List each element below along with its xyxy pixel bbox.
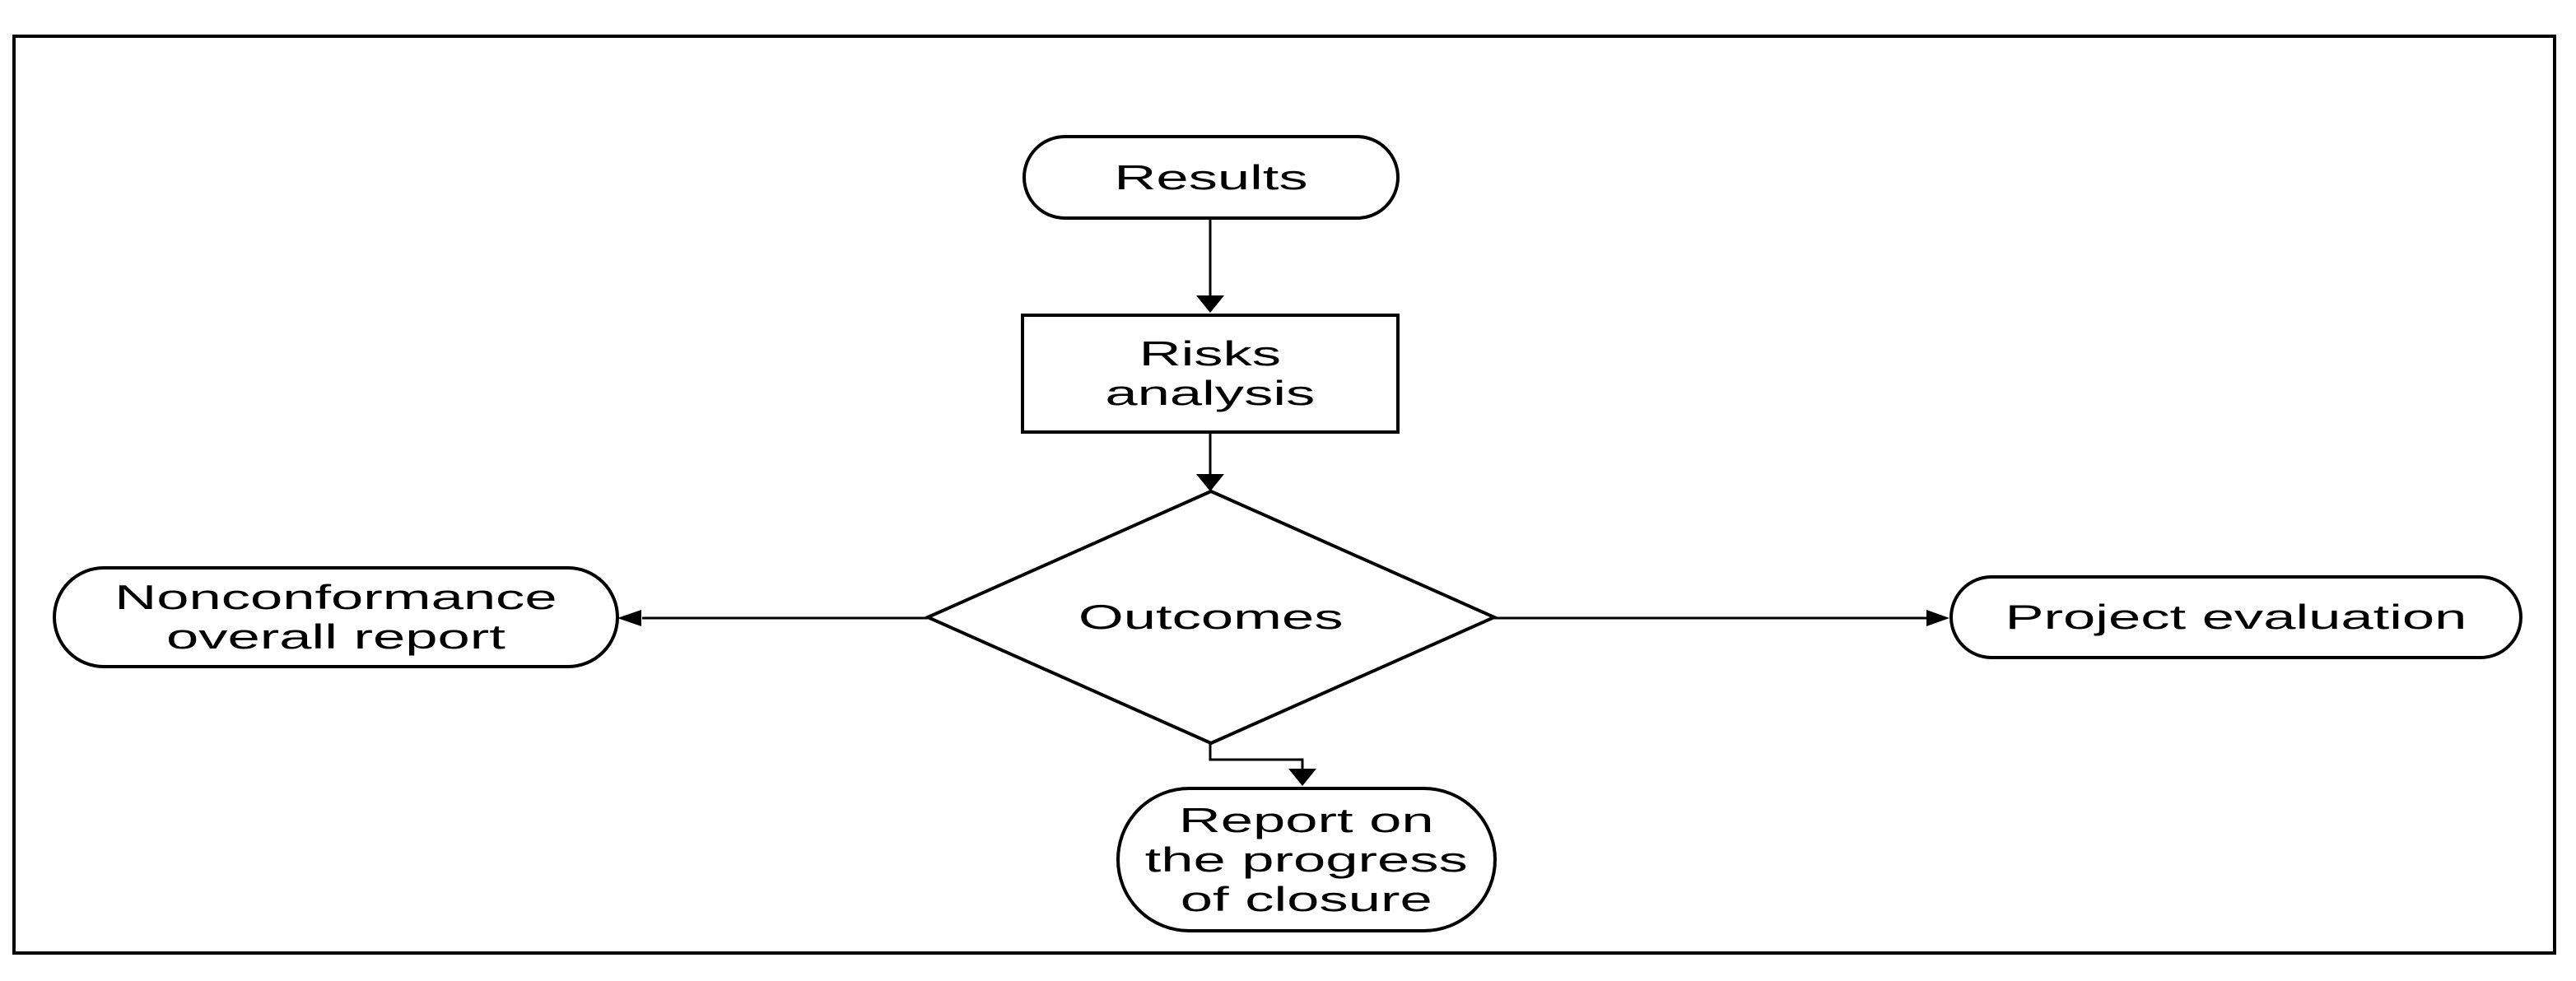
node-outcomes: Outcomes [964,576,1458,658]
arrow-outcomes-to-project-evaluation [1494,610,1949,626]
node-nonconformance-overall-report-label: Nonconformance overall report [114,578,557,656]
node-report-on-progress-of-closure-label: Report on the progress of closure [1144,800,1469,918]
arrowhead-down-icon [1288,769,1316,786]
node-project-evaluation: Project evaluation [1949,575,2522,659]
node-nonconformance-overall-report: Nonconformance overall report [53,566,619,668]
node-results-label: Results [1114,157,1308,197]
node-risks-analysis: Risks analysis [1021,314,1400,434]
arrow-results-to-risks [1196,220,1224,313]
node-report-on-progress-of-closure: Report on the progress of closure [1116,787,1497,932]
arrowhead-left-icon [617,610,641,626]
arrow-risks-to-outcomes [1196,434,1224,491]
arrow-outcomes-to-progress-report [1209,743,1316,786]
arrowhead-right-icon [1926,610,1949,626]
diagram-border [12,35,2556,955]
node-results: Results [1022,135,1400,220]
node-outcomes-label: Outcomes [1078,597,1344,636]
arrow-outcomes-to-nonconformance [617,610,928,626]
arrowhead-down-icon [1196,295,1224,313]
node-risks-analysis-label: Risks analysis [1105,334,1316,412]
arrowhead-down-icon [1196,474,1224,491]
node-project-evaluation-label: Project evaluation [2005,597,2467,636]
